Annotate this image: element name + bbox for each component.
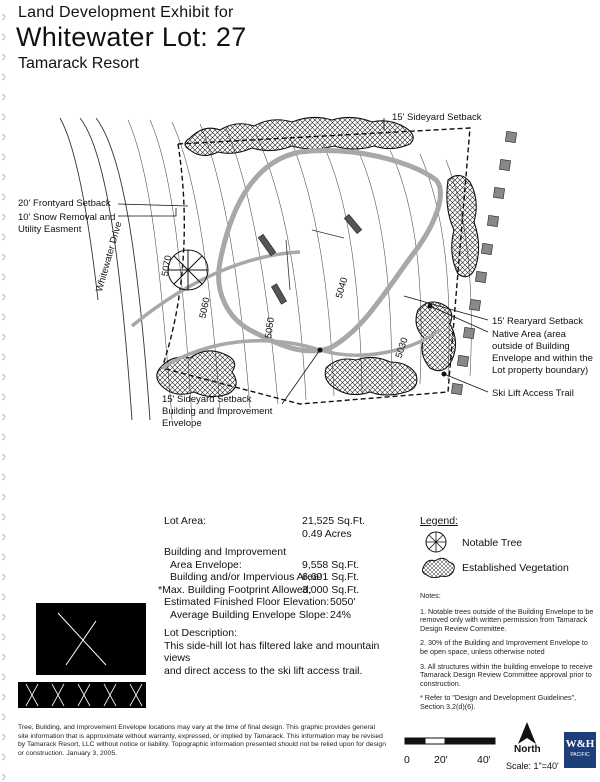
logo-line-2: PACIFIC (570, 752, 590, 758)
lot-area-sqft: 21,525 Sq.Ft. (302, 515, 366, 527)
company-logo: W&H PACIFIC (564, 732, 596, 768)
exhibit-kicker: Land Development Exhibit for (18, 4, 234, 21)
label-envelope-2: Envelope (162, 418, 202, 429)
description-line-2: and direct access to the ski lift access… (164, 664, 363, 677)
disclaimer-text: Tree, Building, and Improvement Envelope… (18, 724, 386, 757)
scale-tick-0: 0 (404, 754, 410, 766)
site-plan-drawing (59, 116, 517, 421)
envelope-label-2: Area Envelope: (170, 558, 242, 571)
note-2: 2. 30% of the Building and Improvement E… (420, 638, 588, 656)
label-sideyard-bottom: 15' Sideyard Setback (162, 394, 252, 405)
note-3: 3. All structures within the building en… (420, 661, 593, 688)
redacted-strip (18, 682, 146, 708)
notable-tree-icon (167, 249, 209, 291)
label-sideyard-top: 15' Sideyard Setback (392, 112, 482, 123)
notes-title: Notes: (420, 591, 441, 600)
footprint-label: *Max. Building Footprint Allowed: (158, 583, 312, 596)
ski-lift-trail (451, 131, 517, 395)
legend-tree-label: Notable Tree (462, 537, 523, 549)
lot-area-acres: 0.49 Acres (302, 527, 352, 540)
slope-label: Average Building Envelope Slope: (170, 608, 329, 621)
label-rearyard: 15' Rearyard Setback (492, 316, 584, 327)
notable-tree-legend-icon (425, 531, 447, 553)
impervious-value: 6,691 Sq.Ft. (302, 571, 360, 583)
note-1: 1. Notable trees outside of the Building… (420, 606, 594, 633)
lot-description: Lot Description: This side-hill lot has … (164, 627, 404, 677)
note-4: * Refer to "Design and Development Guide… (420, 693, 577, 711)
vegetation-legend-icon (422, 557, 455, 578)
label-envelope-1: Building and Improvement (162, 406, 273, 417)
floor-elevation-label: Estimated Finished Floor Elevation: (164, 596, 330, 608)
scale-bar (404, 737, 496, 745)
spiral-binding (1, 13, 6, 781)
description-label: Lot Description: (164, 627, 237, 639)
scale-tick-20: 20' (434, 754, 448, 766)
label-ski-trail: Ski Lift Access Trail (492, 388, 574, 399)
page-title: Whitewater Lot: 27 (16, 22, 247, 52)
scale-text: Scale: 1"=40' (506, 761, 559, 771)
slope-value: 24% (330, 608, 352, 621)
resort-name: Tamarack Resort (18, 55, 139, 72)
envelope-value: 9,558 Sq.Ft. (302, 558, 360, 571)
legend-vegetation-label: Established Vegetation (462, 562, 569, 574)
label-native-area: Native Area (area outside of Building En… (492, 329, 593, 376)
scale-tick-40: 40' (477, 754, 491, 766)
leader-dots (317, 303, 447, 377)
vegetation-clusters (156, 116, 480, 398)
envelope-arc (130, 250, 301, 328)
lot-area-label: Lot Area: (164, 515, 207, 527)
label-snow-removal-1: 10' Snow Removal and (18, 212, 116, 223)
north-arrow-icon (518, 722, 536, 744)
envelope-label-1: Building and Improvement (164, 546, 286, 558)
legend-title: Legend: (420, 515, 458, 527)
building-envelope (216, 148, 443, 354)
logo-line-1: W&H (565, 738, 595, 750)
building-markers (257, 213, 363, 305)
leader-lines (117, 118, 489, 405)
view-arrows (285, 229, 345, 291)
floor-elevation-value: 5050' (330, 596, 356, 608)
street-lines (59, 117, 151, 421)
notes-section: Notes: 1. Notable trees outside of the B… (420, 591, 596, 712)
lot-boundary (161, 127, 471, 405)
redacted-block (36, 603, 146, 675)
footprint-value: 3,000 Sq.Ft. (302, 583, 360, 596)
north-label: North (514, 744, 541, 755)
lot-data: Lot Area: 21,525 Sq.Ft. 0.49 Acres Build… (158, 515, 404, 621)
impervious-label: Building and/or Impervious Area: (170, 571, 322, 583)
description-line-1: This side-hill lot has filtered lake and… (164, 639, 380, 665)
label-snow-removal-2: Utility Easment (18, 224, 82, 235)
label-frontyard: 20' Frontyard Setback (18, 198, 111, 209)
